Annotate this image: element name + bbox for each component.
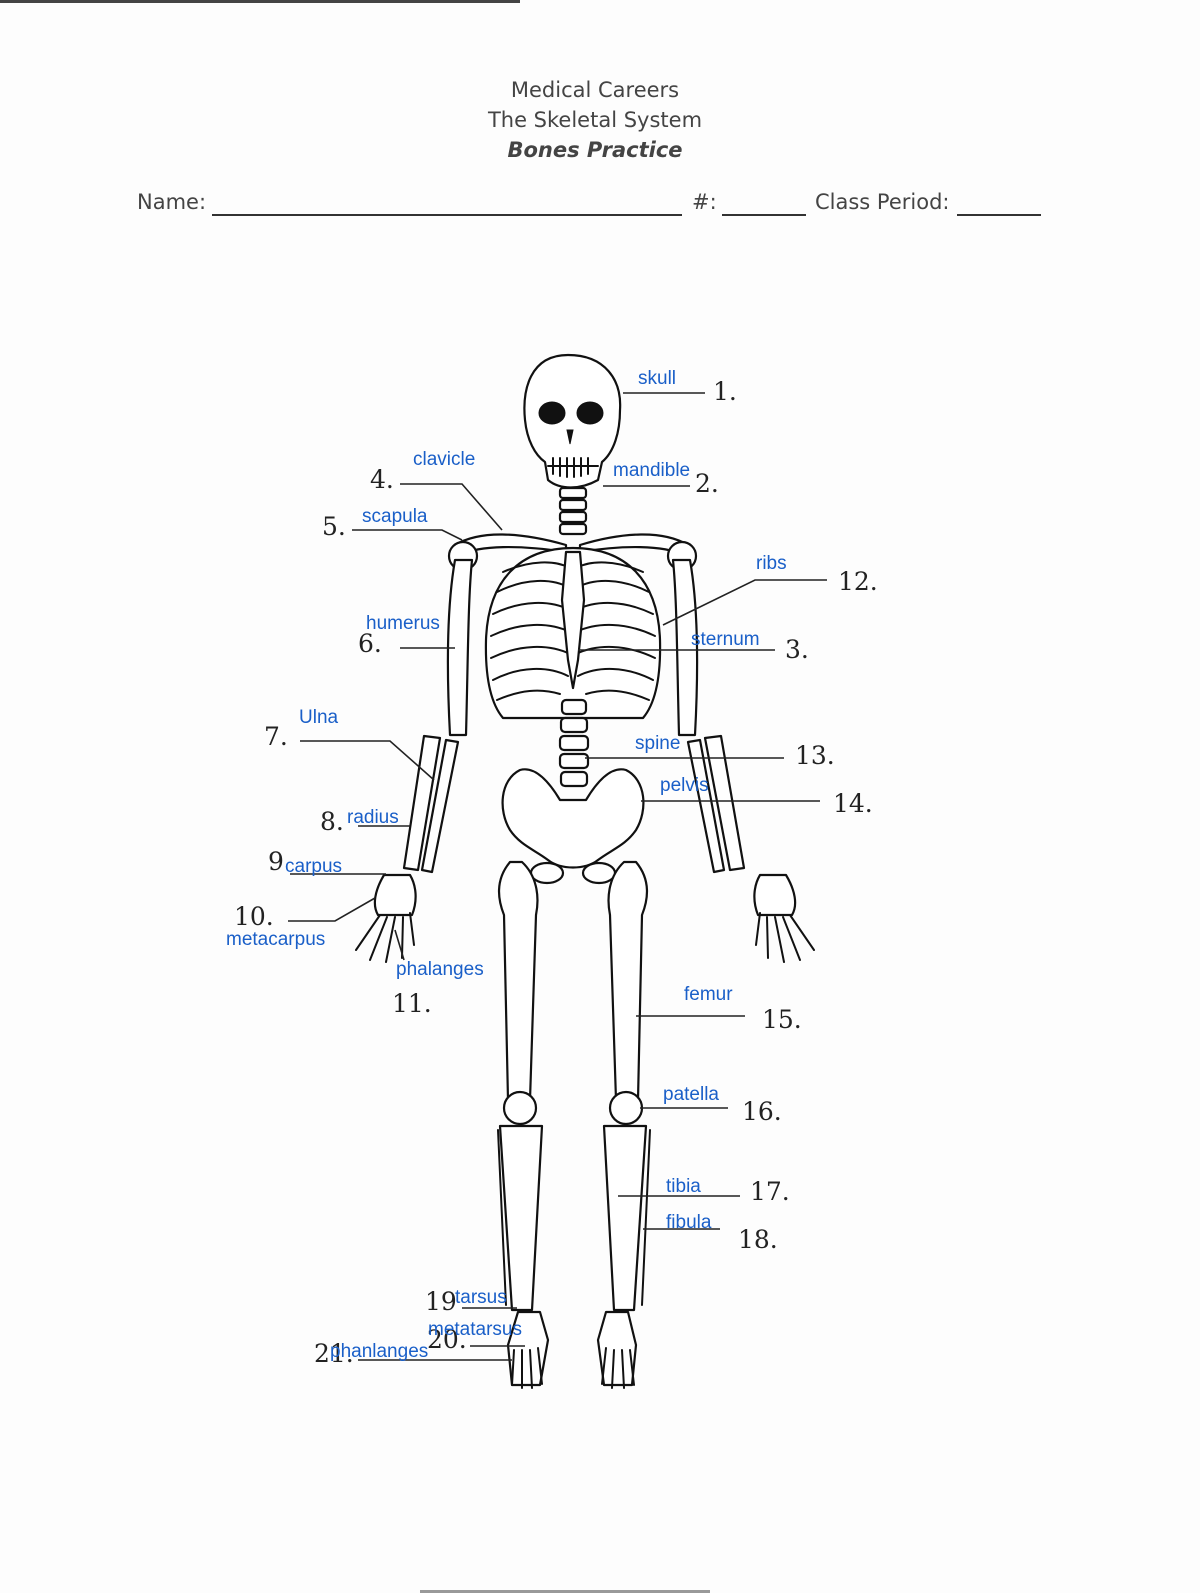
label-number-2: 2.	[695, 469, 719, 498]
answer-metacarpus: metacarpus	[226, 929, 325, 950]
skeleton-illustration	[355, 353, 815, 1389]
answer-femur: femur	[684, 984, 733, 1005]
answer-skull: skull	[638, 368, 676, 389]
label-numbers: 1. 2. 3. 4. 5. 6. 7. 8. 9 10. 11. 12. 13…	[234, 377, 878, 1368]
label-number-4: 4.	[370, 465, 394, 494]
label-number-21: 21.	[314, 1339, 354, 1368]
scan-edge-top	[0, 0, 520, 3]
label-number-14: 14.	[833, 789, 873, 818]
label-number-1: 1.	[713, 377, 737, 406]
answer-scapula: scapula	[362, 506, 428, 527]
label-number-9: 9	[268, 847, 284, 876]
label-number-17: 17.	[750, 1177, 790, 1206]
label-number-20: 20.	[427, 1325, 467, 1354]
answer-ribs: ribs	[756, 553, 787, 574]
answer-phalanges-foot: phanlanges	[330, 1341, 428, 1362]
worksheet-title: Bones Practice	[507, 138, 683, 162]
answer-humerus: humerus	[366, 613, 440, 634]
answer-clavicle: clavicle	[413, 449, 475, 470]
label-number-19: 19	[425, 1287, 457, 1316]
label-number-18: 18.	[738, 1225, 778, 1254]
answer-fibula: fibula	[666, 1212, 712, 1233]
class-period-field[interactable]	[957, 214, 1041, 216]
name-label: Name:	[137, 190, 207, 214]
answer-tarsus: tarsus	[455, 1287, 507, 1308]
label-number-10: 10.	[234, 902, 274, 931]
answer-radius: radius	[347, 807, 399, 828]
label-number-6: 6.	[358, 629, 382, 658]
answer-tibia: tibia	[666, 1176, 701, 1197]
number-label: #:	[692, 190, 717, 214]
name-field[interactable]	[212, 214, 682, 216]
answer-spine: spine	[635, 733, 680, 754]
scan-edge-bottom	[420, 1590, 710, 1593]
answer-phalanges-hand: phalanges	[396, 959, 484, 980]
answer-ulna: Ulna	[299, 707, 339, 728]
answer-sternum: sternum	[691, 629, 760, 650]
answer-pelvis: pelvis	[660, 775, 709, 796]
label-number-15: 15.	[762, 1005, 802, 1034]
leader-lines	[288, 392, 827, 1361]
class-period-label: Class Period:	[815, 190, 950, 214]
answer-patella: patella	[663, 1084, 719, 1105]
course-title: Medical Careers	[510, 78, 680, 102]
answer-carpus: carpus	[285, 856, 342, 877]
worksheet-header: Medical Careers The Skeletal System Bone…	[0, 75, 1190, 165]
label-number-7: 7.	[264, 722, 288, 751]
label-number-5: 5.	[322, 512, 346, 541]
answer-labels: skull mandible sternum clavicle scapula …	[226, 368, 787, 1362]
label-number-12: 12.	[838, 567, 878, 596]
label-number-11: 11.	[392, 989, 432, 1018]
label-number-8: 8.	[320, 807, 344, 836]
number-field[interactable]	[722, 214, 806, 216]
answer-metatarsus: metatarsus	[428, 1319, 522, 1340]
label-number-3: 3.	[785, 635, 809, 664]
label-number-13: 13.	[795, 741, 835, 770]
unit-title: The Skeletal System	[487, 108, 703, 132]
label-number-16: 16.	[742, 1097, 782, 1126]
answer-mandible: mandible	[613, 460, 690, 481]
